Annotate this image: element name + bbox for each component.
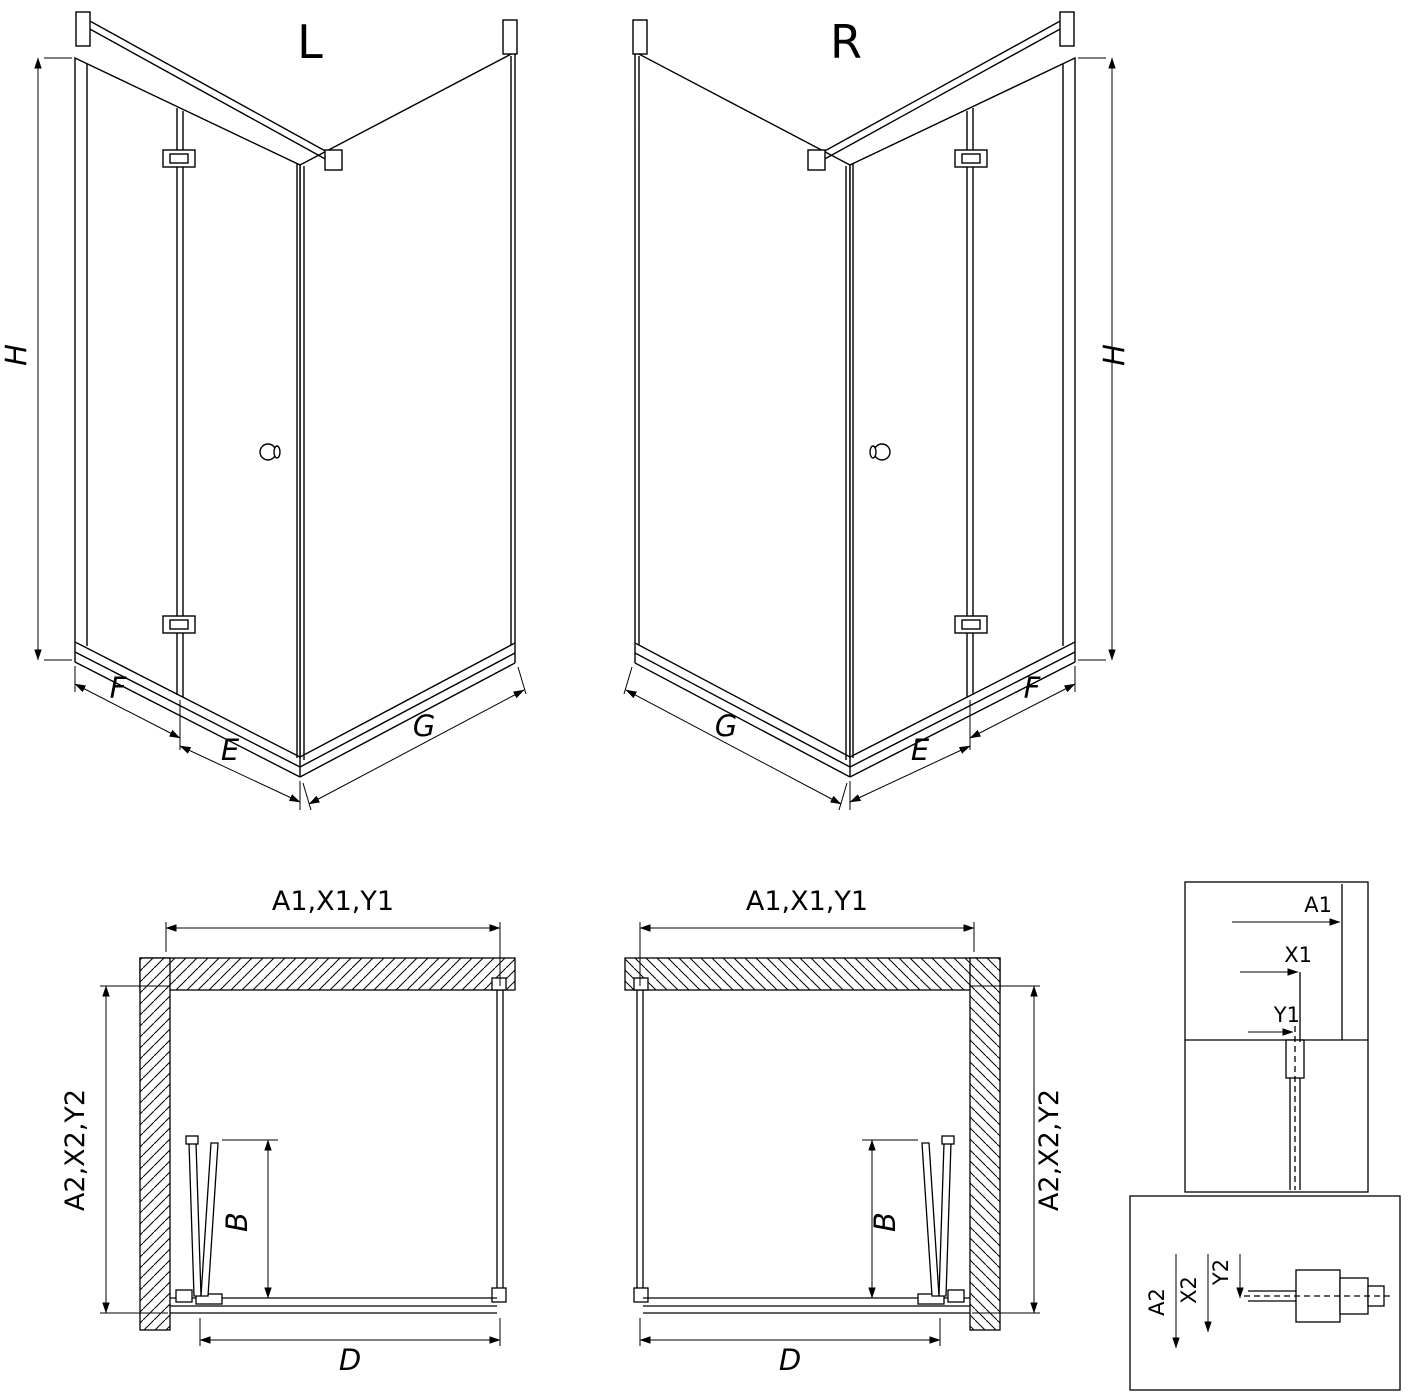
detail-bottom-arrows [1172,1254,1244,1349]
dim-label-g-right: G [715,709,737,743]
detail-a1-label: A1 [1304,893,1332,917]
plan-r-width-label: A1,X1,Y1 [746,886,868,917]
detail-x1-label: X1 [1284,943,1312,967]
plan-l-d-label: D [339,1343,361,1377]
detail-box-top [1184,881,1369,1193]
dim-label-f-left: F [110,671,128,705]
plan-r-depth-label: A2,X2,Y2 [1034,1089,1065,1211]
detail-y2-label: Y2 [1209,1259,1233,1286]
dim-label-g-left: G [413,709,435,743]
dim-label-h-right: H [1097,344,1131,366]
wall-profile-detail: A1 X1 Y1 [1184,881,1369,1193]
dim-label-e-right: E [911,733,930,767]
dim-label-f-right: F [1024,671,1042,705]
view-r-title: R [830,15,862,69]
dim-label-h-left: H [0,344,33,366]
view-l-title: L [297,15,323,69]
detail-y1-label: Y1 [1273,1003,1300,1027]
view-3d-left: L H F E G [0,12,526,810]
plan-r-b-label: B [868,1212,902,1232]
view-3d-right: R H F E G [624,12,1131,810]
plan-l-width-label: A1,X1,Y1 [272,886,394,917]
plan-l-depth-label: A2,X2,Y2 [60,1089,91,1211]
floor-profile-detail: A2 X2 Y2 [1129,1195,1401,1391]
detail-a2-label: A2 [1145,1288,1169,1316]
detail-top-arrows [1232,918,1341,1036]
plan-r-d-label: D [779,1343,801,1377]
dim-label-e-left: E [221,733,240,767]
plan-view-right: A1,X1,Y1 A2,X2,Y2 B D [625,886,1065,1377]
detail-x2-label: X2 [1177,1276,1201,1304]
plan-l-b-label: B [220,1212,254,1232]
plan-view-left: A1,X1,Y1 A2,X2,Y2 B D [60,886,515,1377]
